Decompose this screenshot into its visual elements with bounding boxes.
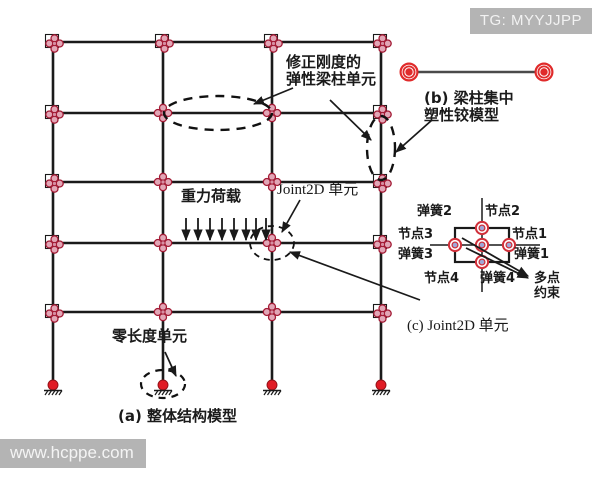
label-zero-length-element: 零长度单元 [112, 327, 188, 345]
caption-panel-c: (c) Joint2D 单元 [407, 318, 509, 334]
callout-ellipse-beam [162, 94, 274, 132]
label-node-3: 节点3 [398, 227, 434, 242]
frame-base-supports [44, 379, 391, 396]
label-gravity-load: 重力荷载 [181, 187, 242, 205]
caption-panel-a: (a) 整体结构模型 [118, 407, 238, 425]
label-node-2: 节点2 [485, 204, 521, 219]
label-elastic-beam-column: 修正刚度的 弹性梁柱单元 [286, 53, 377, 88]
label-spring-1: 弹簧1 [514, 247, 550, 262]
panel-b-hinge-symbol [399, 62, 554, 82]
watermark-overlay: www.hcppe.com [0, 439, 146, 468]
callout-ellipse-joint2d [249, 225, 295, 261]
tg-tag-overlay: TG: MYYJJPP [469, 8, 592, 34]
callout-ellipse-column [365, 114, 397, 182]
callout-ellipse-zerolength [139, 368, 187, 400]
frame-columns [51, 40, 383, 387]
label-joint2d-element: Joint2D 单元 [277, 182, 359, 198]
label-spring-2: 弹簧2 [417, 204, 453, 219]
caption-panel-b: (b) 梁柱集中 塑性铰模型 [424, 89, 514, 124]
panel-c-joint2d-detail [430, 198, 540, 292]
label-node-1: 节点1 [512, 227, 548, 242]
label-multipoint-constraint: 多点 约束 [534, 271, 561, 301]
label-node-4: 节点4 [424, 271, 460, 286]
frame-beams [51, 40, 383, 314]
label-spring-3: 弹簧3 [398, 247, 434, 262]
leader-lines [164, 87, 433, 378]
label-spring-4: 弹簧4 [480, 271, 516, 286]
gravity-load-arrows [181, 218, 271, 242]
